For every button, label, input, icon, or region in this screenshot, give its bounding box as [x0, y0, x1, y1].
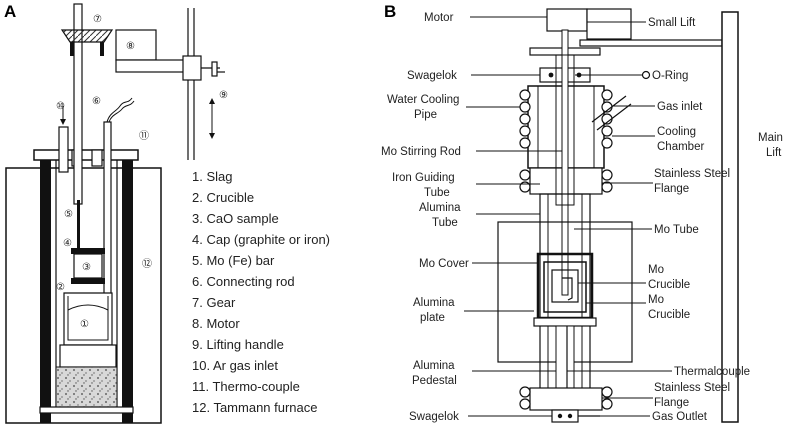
- tammann-furnace: [5, 167, 162, 424]
- slag: [67, 304, 109, 311]
- callout-1: ①: [80, 319, 89, 330]
- label-stainless-flange-top-2: Flange: [654, 183, 689, 195]
- label-thermocouple: Thermalcouple: [674, 366, 750, 378]
- furnace-lid: [33, 149, 139, 161]
- powder-base: [55, 366, 118, 408]
- label-iron-guiding-tube: Tube: [424, 187, 450, 199]
- leader-lines: [464, 16, 672, 417]
- furnace-wall-right: [122, 155, 133, 423]
- label-motor: Motor: [424, 12, 454, 24]
- mo-fe-bar: [77, 200, 80, 248]
- label-stainless-flange-top: Stainless Steel: [654, 168, 730, 180]
- gas-inlet-pipe: [591, 95, 632, 131]
- legend-item: 2. Crucible: [192, 190, 254, 205]
- small-lift: [586, 8, 632, 40]
- thermocouple-wires: [106, 97, 133, 123]
- label-alumina-tube-2: Tube: [432, 217, 458, 229]
- label-alumina-plate: Alumina: [413, 297, 455, 309]
- support-arm: [115, 59, 191, 73]
- ar-gas-inlet-tube: [58, 126, 69, 173]
- legend-item: 11. Thermo-couple: [192, 379, 300, 394]
- legend-item: 8. Motor: [192, 316, 240, 331]
- panel-b-letter: B: [384, 2, 396, 21]
- label-mo-crucible-1: Mo: [648, 264, 664, 276]
- mo-crucible-inner: [551, 269, 579, 303]
- alumina-plate: [533, 317, 597, 327]
- panel-b: B: [381, 2, 783, 423]
- label-small-lift: Small Lift: [648, 17, 696, 29]
- label-water-cooling: Water Cooling: [387, 94, 459, 106]
- callout-6: ⑥: [92, 96, 101, 107]
- label-iron-guiding: Iron Guiding: [392, 172, 455, 184]
- legend-item: 7. Gear: [192, 295, 236, 310]
- mo-stirring-rod: [561, 29, 569, 296]
- swagelok-bottom: [551, 409, 579, 423]
- callout-7: ⑦: [93, 14, 102, 25]
- callout-8: ⑧: [126, 41, 135, 52]
- label-mo-tube: Mo Tube: [654, 224, 699, 236]
- legend-item: 6. Connecting rod: [192, 274, 295, 289]
- label-cooling-chamber-2: Chamber: [657, 141, 704, 153]
- legend-item: 5. Mo (Fe) bar: [192, 253, 275, 268]
- cao-sample: [73, 253, 103, 279]
- label-water-cooling-pipe: Pipe: [414, 109, 437, 121]
- furnace-wall-left: [40, 155, 51, 423]
- label-o-ring: O-Ring: [652, 70, 688, 82]
- lift-clamp: [182, 55, 202, 81]
- cap: [71, 248, 105, 254]
- callout-5: ⑤: [64, 209, 73, 220]
- label-gas-outlet: Gas Outlet: [652, 411, 708, 423]
- callout-2: ②: [56, 282, 65, 293]
- label-swagelok-top: Swagelok: [407, 70, 457, 82]
- panel-a-letter: A: [4, 2, 16, 21]
- label-gas-inlet: Gas inlet: [657, 101, 703, 113]
- gear: [60, 29, 114, 43]
- main-lift-column: [721, 11, 739, 423]
- label-main-lift-2: Lift: [766, 147, 782, 159]
- legend: 1. Slag 2. Crucible 3. CaO sample 4. Cap…: [192, 169, 330, 415]
- callout-4: ④: [63, 238, 72, 249]
- label-main-lift: Main: [758, 132, 783, 144]
- label-alumina-tube: Alumina: [419, 202, 461, 214]
- label-mo-crucible-2b: Crucible: [648, 309, 690, 321]
- label-alumina-pedestal-2: Pedestal: [412, 375, 457, 387]
- callout-3: ③: [82, 262, 91, 273]
- callout-9: ⑨: [219, 90, 228, 101]
- panel-a: A: [4, 2, 330, 424]
- label-alumina-pedestal: Alumina: [413, 360, 455, 372]
- legend-item: 1. Slag: [192, 169, 232, 184]
- mo-crucible-outer: [543, 261, 587, 313]
- iron-guiding-tube: [555, 54, 575, 206]
- alumina-pedestal: [555, 325, 575, 389]
- callout-11: ⑪: [139, 130, 149, 142]
- legend-item: 12. Tammann furnace: [192, 400, 318, 415]
- label-mo-cover: Mo Cover: [419, 258, 469, 270]
- pedestal: [59, 344, 117, 368]
- stainless-flange-bottom: [529, 387, 603, 411]
- main-lift-arm: [579, 39, 723, 47]
- motor-a: [115, 29, 157, 61]
- label-mo-crucible-1b: Crucible: [648, 279, 690, 291]
- legend-item: 10. Ar gas inlet: [192, 358, 278, 373]
- label-mo-stirring-rod: Mo Stirring Rod: [381, 146, 461, 158]
- legend-item: 4. Cap (graphite or iron): [192, 232, 330, 247]
- legend-item: 3. CaO sample: [192, 211, 279, 226]
- label-mo-crucible-2: Mo: [648, 294, 664, 306]
- callout-10: ⑩: [56, 101, 65, 112]
- label-swagelok-bottom: Swagelok: [409, 411, 459, 423]
- label-stainless-flange-bottom: Stainless Steel: [654, 382, 730, 394]
- motor-b: [546, 8, 588, 32]
- legend-item: 9. Lifting handle: [192, 337, 284, 352]
- label-cooling-chamber: Cooling: [657, 126, 696, 138]
- callout-12: ⑫: [142, 258, 152, 270]
- label-alumina-plate-2: plate: [420, 312, 445, 324]
- stirrer-blade: [562, 277, 573, 301]
- label-stainless-flange-bottom-2: Flange: [654, 397, 689, 409]
